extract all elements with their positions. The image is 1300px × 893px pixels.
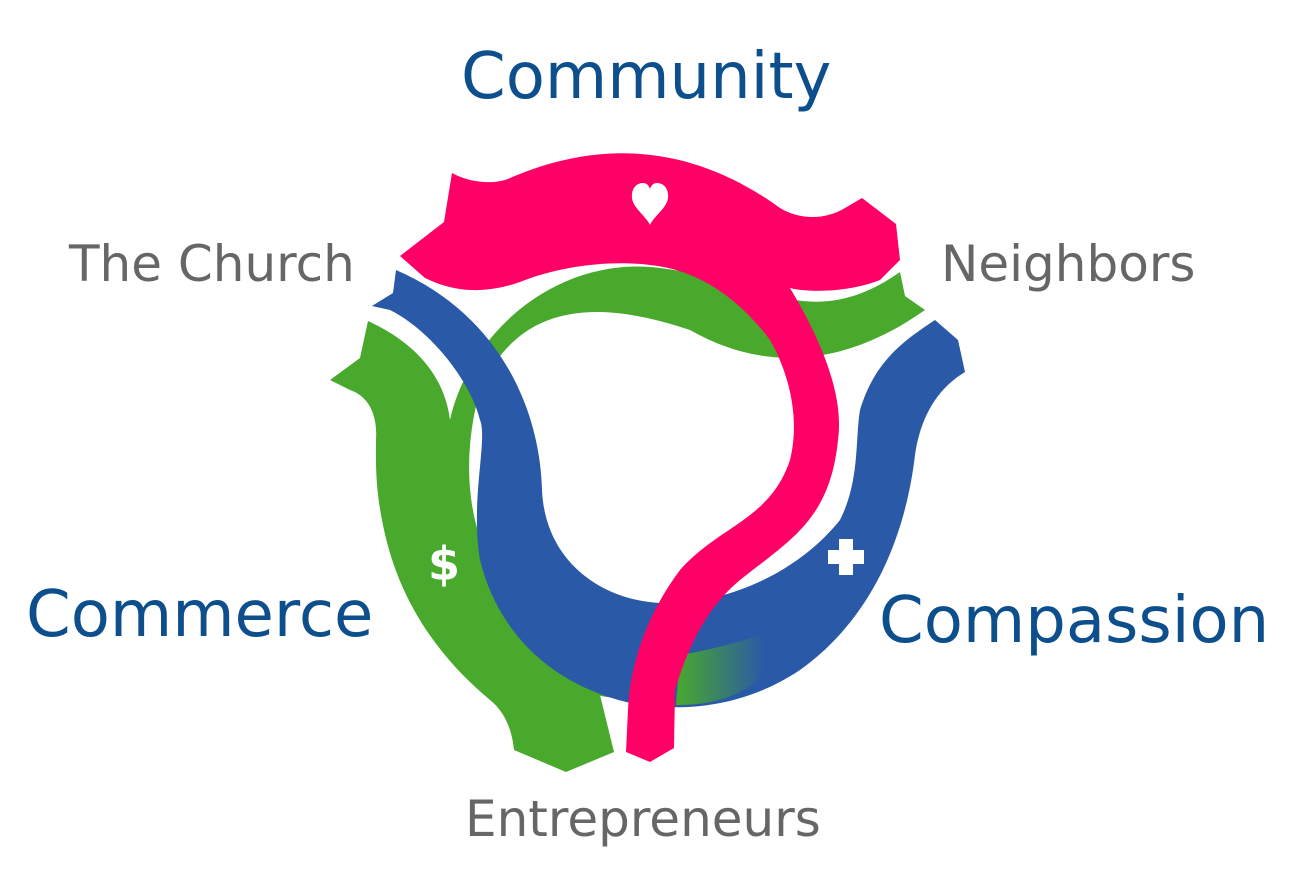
blue-band <box>372 270 965 708</box>
heart-icon <box>631 183 669 225</box>
pink-band <box>400 153 900 762</box>
dollar-icon: $ <box>428 537 461 591</box>
label-commerce: Commerce <box>26 578 374 652</box>
label-neighbors: Neighbors <box>941 235 1196 293</box>
plus-icon <box>828 539 864 575</box>
label-compassion: Compassion <box>879 584 1270 658</box>
blend-region <box>676 635 765 705</box>
label-community: Community <box>461 40 832 114</box>
label-entrepreneurs: Entrepreneurs <box>465 790 821 848</box>
label-the-church: The Church <box>69 235 355 293</box>
